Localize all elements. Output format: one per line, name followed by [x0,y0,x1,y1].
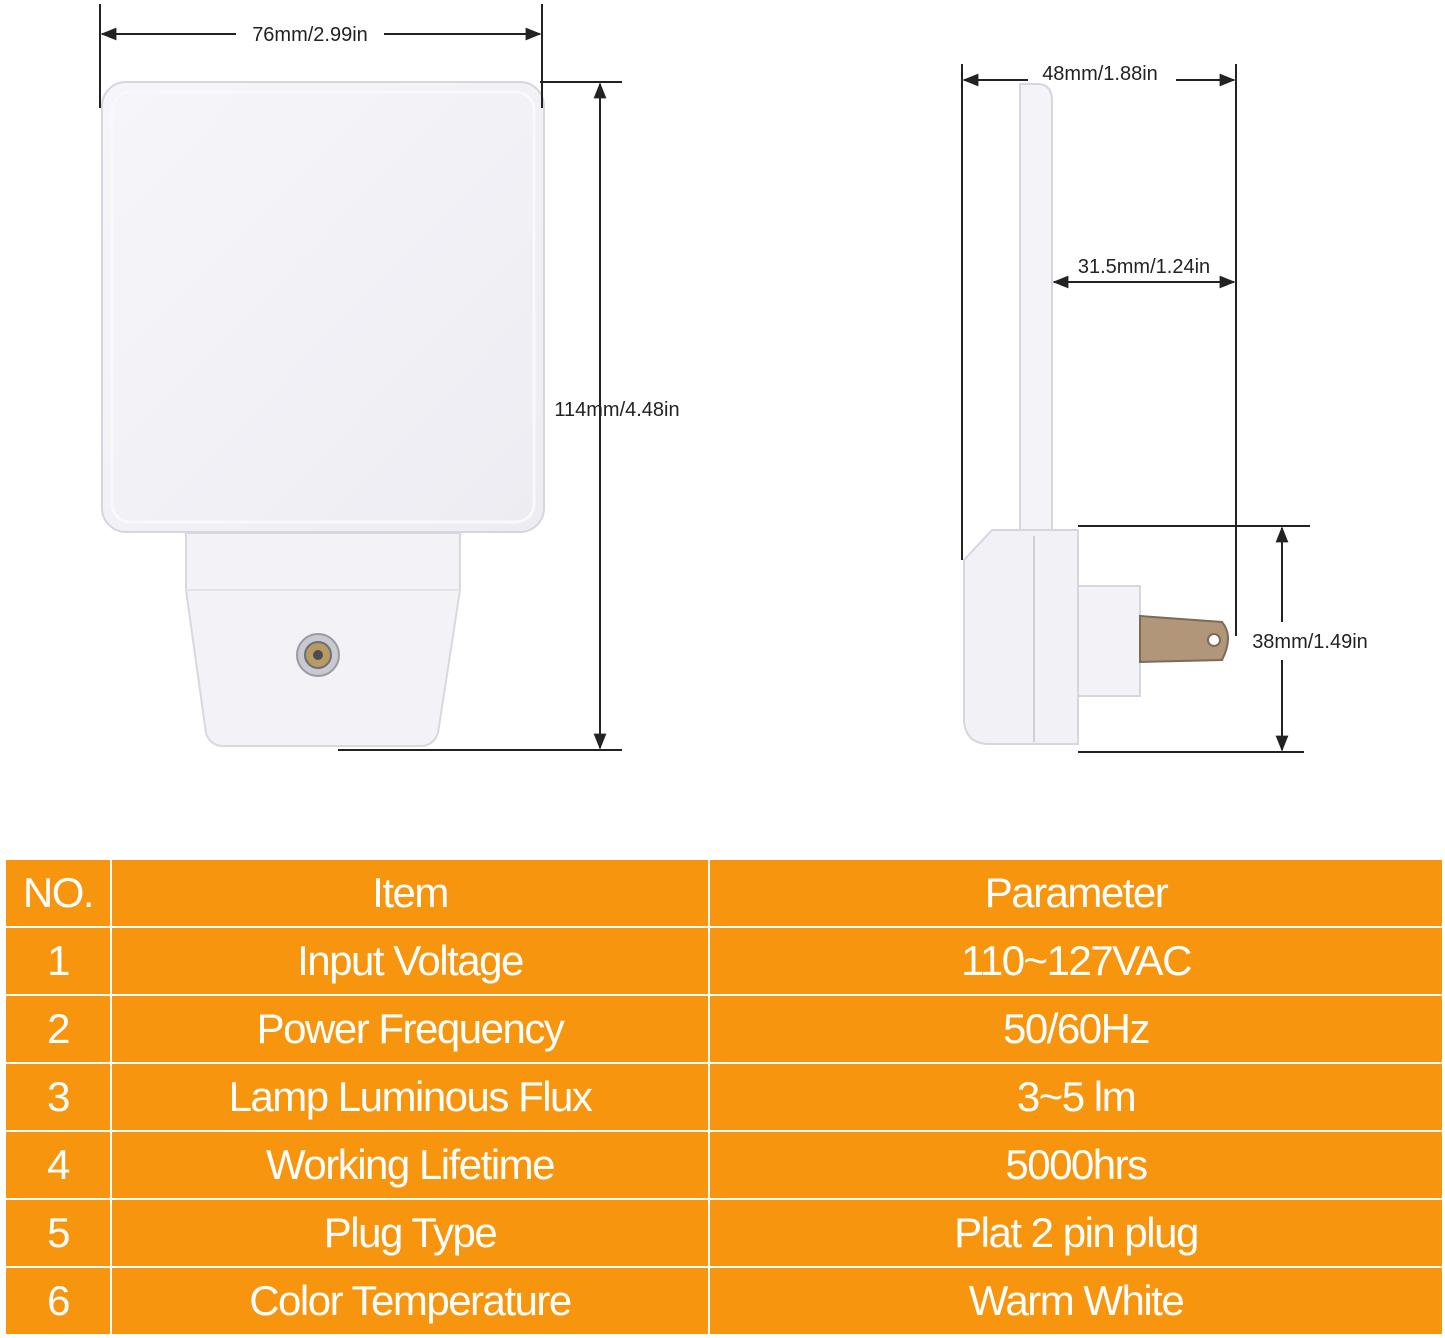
front-height-label: 114mm/4.48in [554,399,679,421]
product-dimension-drawing: 76mm/2.99in 114mm/4.48in 48mm/1.88in 31.… [99,4,1368,753]
row-item: Lamp Luminous Flux [110,1062,710,1132]
header-item: Item [110,858,710,928]
row-item: Plug Type [110,1198,710,1268]
row-no: 3 [4,1062,112,1132]
row-item: Power Frequency [110,994,710,1064]
header-no: NO. [4,858,112,928]
table-row: 3 Lamp Luminous Flux 3~5 lm [4,1062,1444,1132]
row-parameter: 50/60Hz [708,994,1444,1064]
row-parameter: Warm White [708,1266,1444,1336]
table-row: 6 Color Temperature Warm White [4,1266,1444,1336]
row-parameter: Plat 2 pin plug [708,1198,1444,1268]
spec-table: NO. Item Parameter 1 Input Voltage 110~1… [4,858,1444,1336]
table-row: 4 Working Lifetime 5000hrs [4,1130,1444,1200]
front-width-label: 76mm/2.99in [252,24,368,46]
side-view: 48mm/1.88in 31.5mm/1.24in 38mm/1.49in [961,63,1368,753]
row-no: 4 [4,1130,112,1200]
side-base-housing [963,529,1079,745]
side-light-panel [1019,83,1053,533]
plug-prong-icon [1139,614,1229,664]
row-no: 1 [4,926,112,996]
plug-stem [1077,585,1141,697]
row-no: 6 [4,1266,112,1336]
row-parameter: 3~5 lm [708,1062,1444,1132]
light-sensor-icon [296,633,340,677]
header-parameter: Parameter [708,858,1444,928]
row-no: 5 [4,1198,112,1268]
side-depth-plug-label: 31.5mm/1.24in [1078,256,1210,278]
row-item: Color Temperature [110,1266,710,1336]
row-item: Input Voltage [110,926,710,996]
row-item: Working Lifetime [110,1130,710,1200]
side-base-height-label: 38mm/1.49in [1252,631,1368,653]
table-header-row: NO. Item Parameter [4,858,1444,928]
front-light-panel [101,81,545,533]
front-view: 76mm/2.99in 114mm/4.48in [99,4,680,751]
row-parameter: 110~127VAC [708,926,1444,996]
side-depth-total-label: 48mm/1.88in [1042,63,1158,85]
table-row: 1 Input Voltage 110~127VAC [4,926,1444,996]
row-no: 2 [4,994,112,1064]
table-row: 5 Plug Type Plat 2 pin plug [4,1198,1444,1268]
row-parameter: 5000hrs [708,1130,1444,1200]
table-row: 2 Power Frequency 50/60Hz [4,994,1444,1064]
